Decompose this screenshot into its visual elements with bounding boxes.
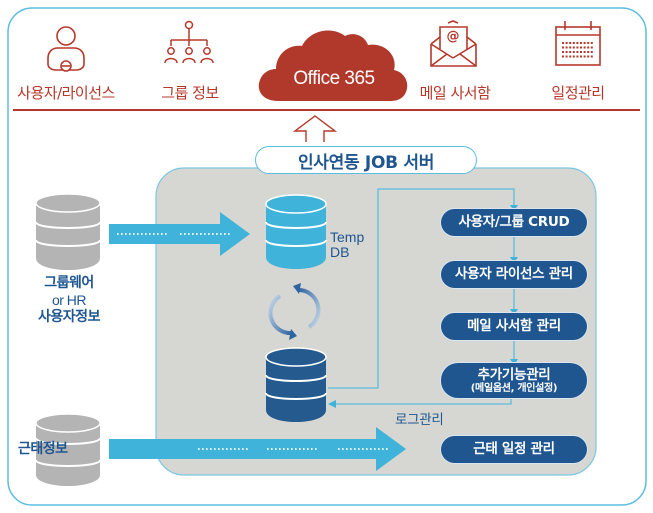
calendar-day-dot (590, 46, 593, 49)
calendar-day-dot (569, 51, 572, 53)
step-additional-features-label: 추가기능관리 (477, 366, 551, 383)
dotted-arrow-attendance-to-schedule (109, 427, 406, 471)
connector-log-return (334, 398, 512, 405)
step-mailbox-label: 메일 사서함 관리 (467, 318, 561, 334)
step-user-license: 사용자 라이선스 관리 (441, 261, 587, 288)
step-attendance-schedule-label: 근태 일정 관리 (473, 441, 555, 457)
temp-db-label: Temp DB (330, 230, 364, 260)
groupware-db-icon (35, 193, 101, 270)
connector-db-to-crud (328, 188, 515, 389)
job-server-title: 인사연동 JOB 서버 (255, 146, 477, 174)
attendance-db-icon (35, 413, 101, 486)
step-user-license-label: 사용자 라이선스 관리 (455, 266, 573, 282)
arrowhead-step-2 (510, 257, 518, 263)
groupware-label-line2: or HR (51, 292, 87, 308)
attendance-source-label: 근태정보 (18, 441, 68, 457)
office365-label: Office 365 (293, 68, 375, 89)
step-user-group-crud: 사용자/그룹 CRUD (441, 209, 587, 236)
calendar-day-dot (587, 42, 590, 44)
step-additional-features-sub: (메일옵션, 개인설정) (470, 382, 558, 394)
local-db-icon (265, 347, 327, 422)
calendar-day-dot (569, 42, 572, 44)
org-chart-icon (164, 20, 214, 64)
calendar-day-dot (580, 46, 582, 49)
arrowhead-step-4 (510, 359, 518, 365)
log-management-label: 로그관리 (395, 412, 444, 428)
calendar-day-dot (590, 55, 593, 58)
calendar-day-dot (569, 55, 572, 58)
cloud-icon (258, 30, 408, 101)
up-arrow-to-office (292, 115, 338, 142)
calendar-day-dot (565, 55, 568, 58)
calendar-day-dot (576, 42, 579, 44)
calendar-day-dot (580, 42, 582, 44)
calendar-day-dot (572, 42, 575, 44)
service-label-user-license: 사용자/라이선스 (17, 84, 115, 102)
calendar-day-dot (572, 51, 575, 53)
calendar-day-dot (583, 51, 586, 53)
calendar-day-dot (565, 42, 568, 44)
groupware-source-label: 그룹웨어 or HR 사용자정보 (8, 275, 130, 326)
calendar-day-dot (576, 55, 579, 58)
sync-cycle-icon (268, 283, 321, 340)
arrowhead-log-return (328, 400, 336, 408)
mail-envelope-icon (430, 20, 477, 67)
calendar-day-dot (587, 51, 590, 53)
service-label-group-info: 그룹 정보 (161, 84, 219, 102)
temp-db-icon (265, 194, 327, 269)
arrowhead-step-3 (510, 309, 518, 315)
calendar-day-dot (562, 55, 564, 58)
calendar-day-dot (583, 55, 586, 58)
calendar-day-dot (565, 51, 568, 53)
calendar-day-dot (565, 46, 568, 49)
calendar-day-dot (580, 55, 582, 58)
calendar-day-dot (590, 51, 593, 53)
step-mailbox: 메일 사서함 관리 (441, 313, 587, 340)
step-attendance-schedule: 근태 일정 관리 (441, 436, 587, 463)
user-license-icon (47, 26, 85, 72)
calendar-day-dot (576, 46, 579, 49)
temp-db-label-line2: DB (330, 244, 350, 260)
temp-db-label-line1: Temp (330, 229, 365, 245)
calendar-day-dot (562, 51, 564, 53)
calendar-grid (562, 42, 593, 58)
groupware-label-line1: 그룹웨어 (44, 275, 94, 291)
calendar-day-dot (587, 46, 590, 49)
calendar-day-dot (572, 55, 575, 58)
calendar-day-dot (562, 42, 564, 44)
calendar-day-dot (587, 55, 590, 58)
service-label-mailbox: 메일 사서함 (419, 84, 491, 102)
groupware-label-line3: 사용자정보 (38, 309, 100, 325)
step-additional-features: 추가기능관리 (메일옵션, 개인설정) (441, 363, 587, 398)
calendar-day-dot (572, 46, 575, 49)
calendar-icon (555, 21, 601, 66)
calendar-day-dot (580, 51, 582, 53)
calendar-day-dot (562, 46, 564, 49)
step-user-group-crud-label: 사용자/그룹 CRUD (458, 214, 570, 230)
service-label-calendar: 일정관리 (551, 84, 605, 102)
calendar-day-dot (569, 46, 572, 49)
calendar-day-dot (583, 46, 586, 49)
at-sign: @ (447, 29, 460, 44)
job-server-title-text: 인사연동 JOB 서버 (297, 152, 435, 173)
calendar-day-dot (583, 42, 586, 44)
arrowhead-into-crud (510, 205, 518, 211)
dotted-arrow-groupware-to-temp (109, 212, 250, 256)
calendar-day-dot (590, 42, 593, 44)
calendar-day-dot (576, 51, 579, 53)
